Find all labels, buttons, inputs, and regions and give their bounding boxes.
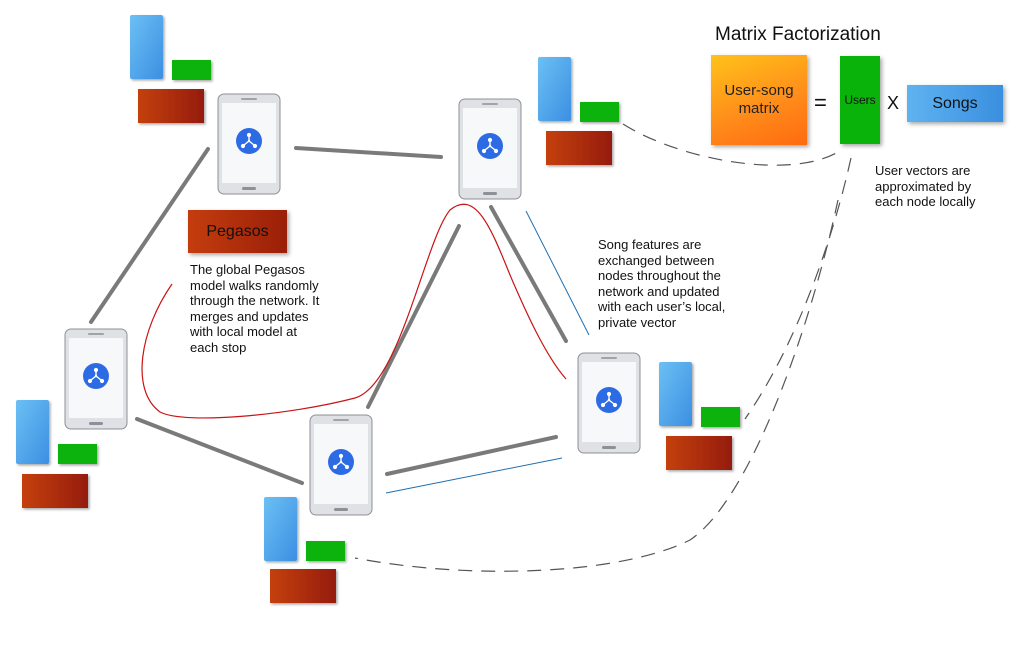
song-features-note: Song features are exchanged between node…	[598, 237, 726, 330]
link-bottom-to-top-center	[366, 224, 461, 409]
user-vector	[58, 444, 97, 464]
link-top-left-to-top-center	[294, 146, 443, 159]
link-left-to-bottom	[135, 417, 304, 485]
song-vector	[264, 497, 297, 561]
user-vector-link-2	[744, 157, 852, 420]
pegasos-model	[138, 89, 204, 123]
phone	[309, 414, 373, 516]
node-top-left	[130, 15, 281, 195]
node-bottom	[264, 414, 373, 603]
network-connections	[89, 146, 568, 485]
user-vector-link-1	[622, 123, 839, 166]
user-vector-link-3	[354, 199, 839, 572]
pegasos-model	[546, 131, 612, 165]
node-left	[16, 328, 128, 508]
user-vector	[701, 407, 740, 427]
user-vector-links	[354, 123, 852, 572]
equals-sign: =	[814, 90, 827, 115]
network-hub-icon	[328, 449, 354, 475]
network-hub-icon	[596, 387, 622, 413]
song-vector	[16, 400, 49, 464]
user-vector	[306, 541, 345, 561]
pegasos-note: The global Pegasos model walks randomly …	[190, 262, 320, 355]
link-top-center-to-right	[489, 205, 568, 343]
user-song-matrix-box: User-song matrix	[711, 55, 807, 145]
pegasos-model	[22, 474, 88, 508]
phone	[577, 352, 641, 454]
phone	[217, 93, 281, 195]
pegasos-model	[270, 569, 336, 603]
node-right	[577, 352, 740, 470]
link-bottom-to-right	[385, 435, 558, 476]
song-exchange-line-2	[385, 457, 563, 494]
pegasos-label-box: Pegasos	[188, 210, 287, 253]
song-vector	[130, 15, 163, 79]
phone	[64, 328, 128, 430]
pegasos-model	[666, 436, 732, 470]
pegasos-walk-path	[141, 203, 567, 419]
network-hub-icon	[83, 363, 109, 389]
user-vectors-note: User vectors are approximated by each no…	[875, 163, 976, 209]
phone	[458, 98, 522, 200]
songs-matrix-box: Songs	[907, 85, 1003, 122]
multiply-sign: X	[887, 93, 900, 113]
song-exchange-lines	[385, 210, 590, 494]
user-vector	[172, 60, 211, 80]
users-matrix-box: Users	[840, 56, 880, 144]
song-exchange-line-1	[525, 210, 590, 336]
song-vector	[659, 362, 692, 426]
node-top-center	[458, 57, 619, 200]
network-hub-icon	[236, 128, 262, 154]
link-top-left-to-left	[89, 147, 210, 324]
user-vector	[580, 102, 619, 122]
network-hub-icon	[477, 133, 503, 159]
song-vector	[538, 57, 571, 121]
diagram-title: Matrix Factorization	[715, 24, 881, 45]
